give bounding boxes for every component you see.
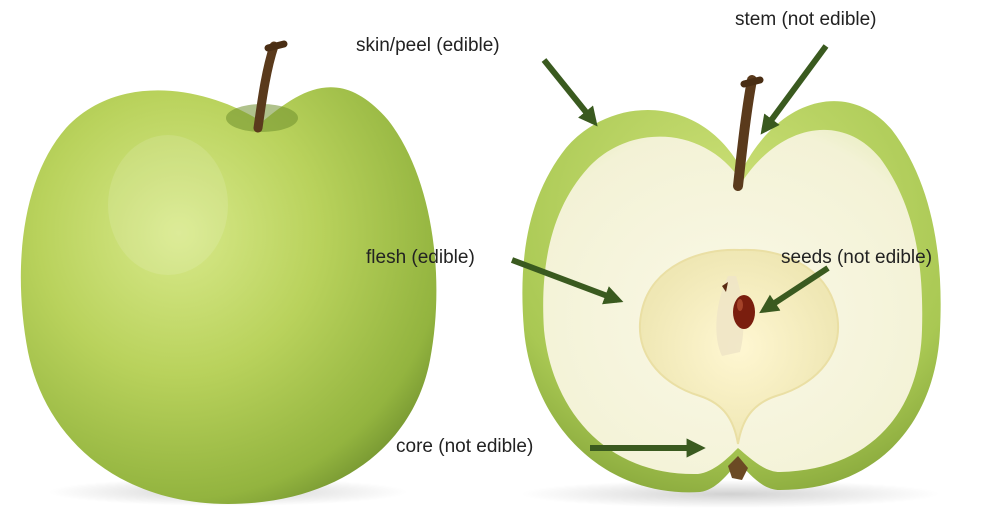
skin-arrow (544, 60, 594, 122)
cut-apple (520, 80, 941, 508)
seeds-label: seeds (not edible) (781, 247, 932, 269)
flesh-label: flesh (edible) (366, 247, 475, 269)
whole-apple (21, 44, 437, 506)
skin-label: skin/peel (edible) (356, 35, 500, 57)
core-label: core (not edible) (396, 436, 533, 458)
stem-label: stem (not edible) (735, 9, 877, 31)
